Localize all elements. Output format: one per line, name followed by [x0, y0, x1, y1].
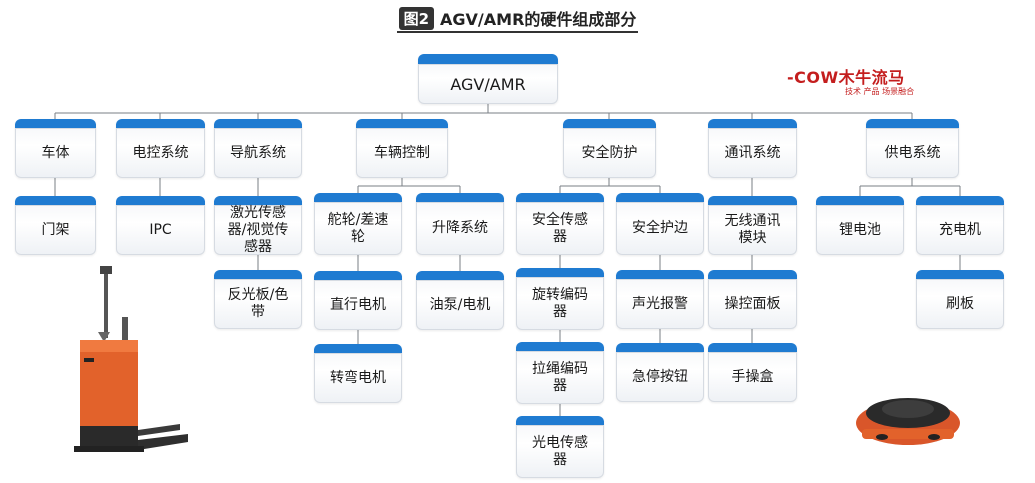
node-rotary-encoder: 旋转编码器 — [516, 268, 604, 330]
root-node: AGV/AMR — [418, 54, 558, 104]
node-control-panel: 操控面板 — [708, 270, 797, 329]
node-charger: 充电机 — [916, 196, 1004, 255]
category-power: 供电系统 — [866, 119, 959, 178]
node-reflector-tape: 反光板/色带 — [214, 270, 302, 329]
node-emergency-stop: 急停按钮 — [616, 343, 704, 402]
round-amr-illustration — [856, 398, 960, 445]
node-safety-edge: 安全护边 — [616, 193, 704, 255]
node-laser-vision-sensor: 激光传感器/视觉传感器 — [214, 196, 302, 255]
node-wireless-module: 无线通讯模块 — [708, 196, 797, 255]
figure-title: AGV/AMR的硬件组成部分 — [440, 10, 637, 29]
forklift-agv-illustration — [74, 266, 188, 452]
figure-badge: 图2 — [398, 6, 435, 30]
node-lithium-battery: 锂电池 — [816, 196, 904, 255]
node-photoelectric-sensor: 光电传感器 — [516, 416, 604, 478]
category-safety: 安全防护 — [563, 119, 656, 178]
node-wire-encoder: 拉绳编码器 — [516, 342, 604, 404]
figure-header: 图2 AGV/AMR的硬件组成部分 — [0, 6, 1035, 33]
brand-logo: -COW木牛流马 技术 产品 场景融合 — [787, 64, 937, 104]
node-drive-motor: 直行电机 — [314, 271, 402, 330]
node-turn-motor: 转弯电机 — [314, 344, 402, 403]
category-electric-control: 电控系统 — [116, 119, 205, 178]
node-sound-light-alarm: 声光报警 — [616, 270, 704, 329]
node-lifting-system: 升降系统 — [416, 193, 504, 255]
category-navigation: 导航系统 — [214, 119, 302, 178]
node-steering-wheel: 舵轮/差速轮 — [314, 193, 402, 255]
category-vehicle-control: 车辆控制 — [356, 119, 448, 178]
category-car-body: 车体 — [15, 119, 96, 178]
node-pump-motor: 油泵/电机 — [416, 271, 504, 330]
node-gantry: 门架 — [15, 196, 96, 255]
figure-caption: 图2 AGV/AMR的硬件组成部分 — [396, 6, 639, 33]
node-handheld-box: 手操盒 — [708, 343, 797, 402]
node-safety-sensor: 安全传感器 — [516, 193, 604, 255]
logo-wordmark: -COW木牛流马 — [787, 68, 905, 87]
category-communication: 通讯系统 — [708, 119, 797, 178]
logo-slogan: 技术 产品 场景融合 — [845, 87, 915, 96]
node-brush-plate: 刷板 — [916, 270, 1004, 329]
node-ipc: IPC — [116, 196, 205, 255]
